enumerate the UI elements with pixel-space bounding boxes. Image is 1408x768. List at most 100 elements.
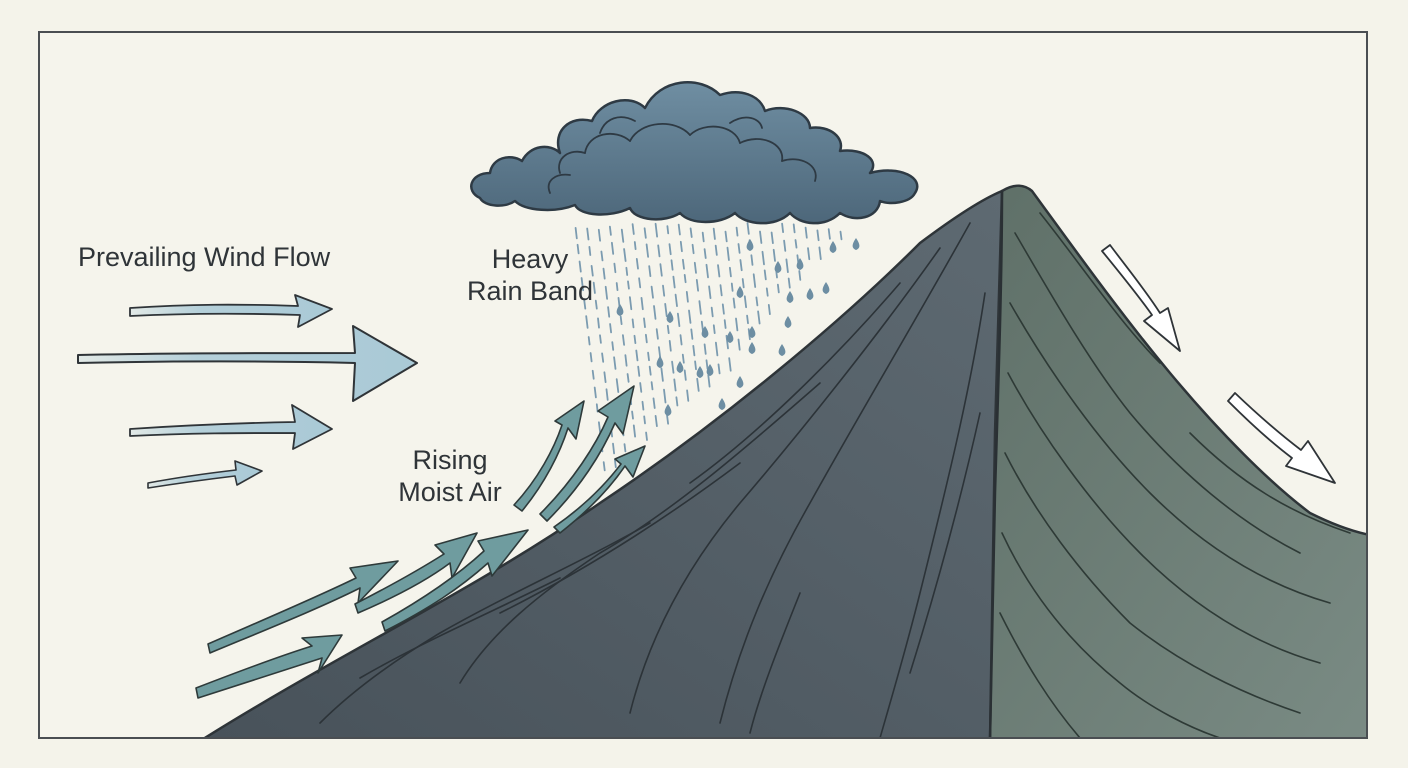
rain-streak <box>643 227 647 239</box>
diagram-frame: Prevailing Wind Flow Heavy Rain Band Ris… <box>38 31 1368 739</box>
raindrop-icon <box>718 398 726 410</box>
rain-streak <box>638 277 642 289</box>
rain-streak <box>607 306 611 318</box>
raindrop-icon <box>676 361 684 373</box>
raindrop-icon <box>774 261 782 273</box>
rain-streak <box>574 226 578 240</box>
raindrop-icon <box>664 404 672 416</box>
rain-streak <box>615 282 619 292</box>
descending-air-arrow-icon <box>1101 244 1181 352</box>
rain-streak <box>594 299 598 310</box>
rain-streak <box>633 334 637 345</box>
rain-streak <box>816 229 820 242</box>
rain-streak <box>705 263 709 279</box>
rain-streak <box>777 283 780 294</box>
rain-streak <box>647 351 650 362</box>
rain-streak <box>650 381 654 391</box>
rain-streak <box>580 277 584 292</box>
rain-streak <box>729 266 732 278</box>
rain-streak <box>668 243 672 256</box>
rain-streak <box>717 264 721 278</box>
raindrop-icon <box>656 356 664 368</box>
rain-streak <box>586 227 590 241</box>
rain-streak <box>632 424 636 438</box>
rain-streak <box>715 341 719 357</box>
rain-streak <box>585 315 589 329</box>
rain-streak <box>653 305 657 320</box>
rain-streak <box>657 244 661 258</box>
rain-streak <box>664 302 668 318</box>
rain-streak <box>613 356 617 370</box>
rain-streak <box>682 258 685 270</box>
rain-streak <box>683 369 687 381</box>
rain-streak <box>631 223 635 235</box>
rain-streak <box>643 415 646 425</box>
rain-streak <box>730 282 734 292</box>
raindrop-icon <box>736 376 744 388</box>
rain-streak <box>772 248 776 262</box>
rain-streak <box>633 241 637 251</box>
rain-streak <box>683 273 687 284</box>
raindrop-icon <box>822 282 830 294</box>
rain-streak <box>770 231 774 245</box>
rain-streak <box>724 230 728 243</box>
rain-streak <box>728 357 732 372</box>
rain-streak <box>595 403 599 413</box>
rain-streak <box>655 328 659 340</box>
rain-streak <box>597 317 600 329</box>
rain-streak <box>732 297 736 309</box>
rain-streak <box>703 343 707 355</box>
rain-streak <box>688 309 692 324</box>
descending-air-arrows <box>1101 244 1336 484</box>
windward-texture <box>319 222 986 737</box>
rain-streak <box>765 287 769 297</box>
rising-air-arrow-icon <box>539 385 635 522</box>
rain-streak <box>666 225 670 235</box>
rain-streak <box>741 278 745 289</box>
raindrop-icon <box>748 342 756 354</box>
rain-streak <box>737 243 741 254</box>
rain-streak <box>589 352 593 363</box>
descending-air-arrow-icon <box>1227 392 1336 484</box>
rain-streak <box>692 344 696 357</box>
rain-streak <box>619 315 623 326</box>
rain-streak <box>698 300 702 315</box>
rain-streak <box>674 293 678 308</box>
rain-streak <box>759 230 763 244</box>
rain-streak <box>767 303 771 316</box>
raindrop-icon <box>748 326 756 338</box>
rain-streak <box>726 246 730 261</box>
rain-streak <box>690 328 694 340</box>
rain-streak <box>695 278 699 292</box>
raindrop-icon <box>796 258 804 270</box>
raindrop-icon <box>736 286 744 298</box>
rain-streak <box>623 248 627 262</box>
orographic-rain-diagram <box>77 81 1366 737</box>
raindrop-icon <box>806 288 814 300</box>
rain-streak <box>703 248 707 259</box>
rain-streak <box>601 352 605 363</box>
raindrop-icon <box>726 331 734 343</box>
rain-streak <box>672 275 676 289</box>
rain-streak <box>605 388 609 401</box>
rain-streak <box>641 400 645 411</box>
rain-streak <box>689 227 693 238</box>
heavy-rain-band-label-line2: Rain Band <box>466 276 594 306</box>
rain-streak <box>807 247 811 261</box>
rain-streak <box>701 231 705 243</box>
rain-streak <box>592 281 596 294</box>
rain-streak <box>614 458 617 469</box>
raindrop-icon <box>666 311 674 323</box>
rain-streak <box>654 222 658 238</box>
rain-streak <box>652 397 656 409</box>
rising-moist-air-label-line2: Moist Air <box>398 477 502 507</box>
raindrops <box>616 238 860 416</box>
raindrop-icon <box>829 241 837 253</box>
leeward-texture <box>999 212 1351 737</box>
mountain-leeward-slope <box>988 184 1366 737</box>
rain-streak <box>792 223 796 234</box>
rising-air-arrow-icon <box>207 560 399 654</box>
rain-streak <box>785 258 789 274</box>
rain-streak <box>787 277 791 289</box>
raindrop-icon <box>616 304 624 316</box>
